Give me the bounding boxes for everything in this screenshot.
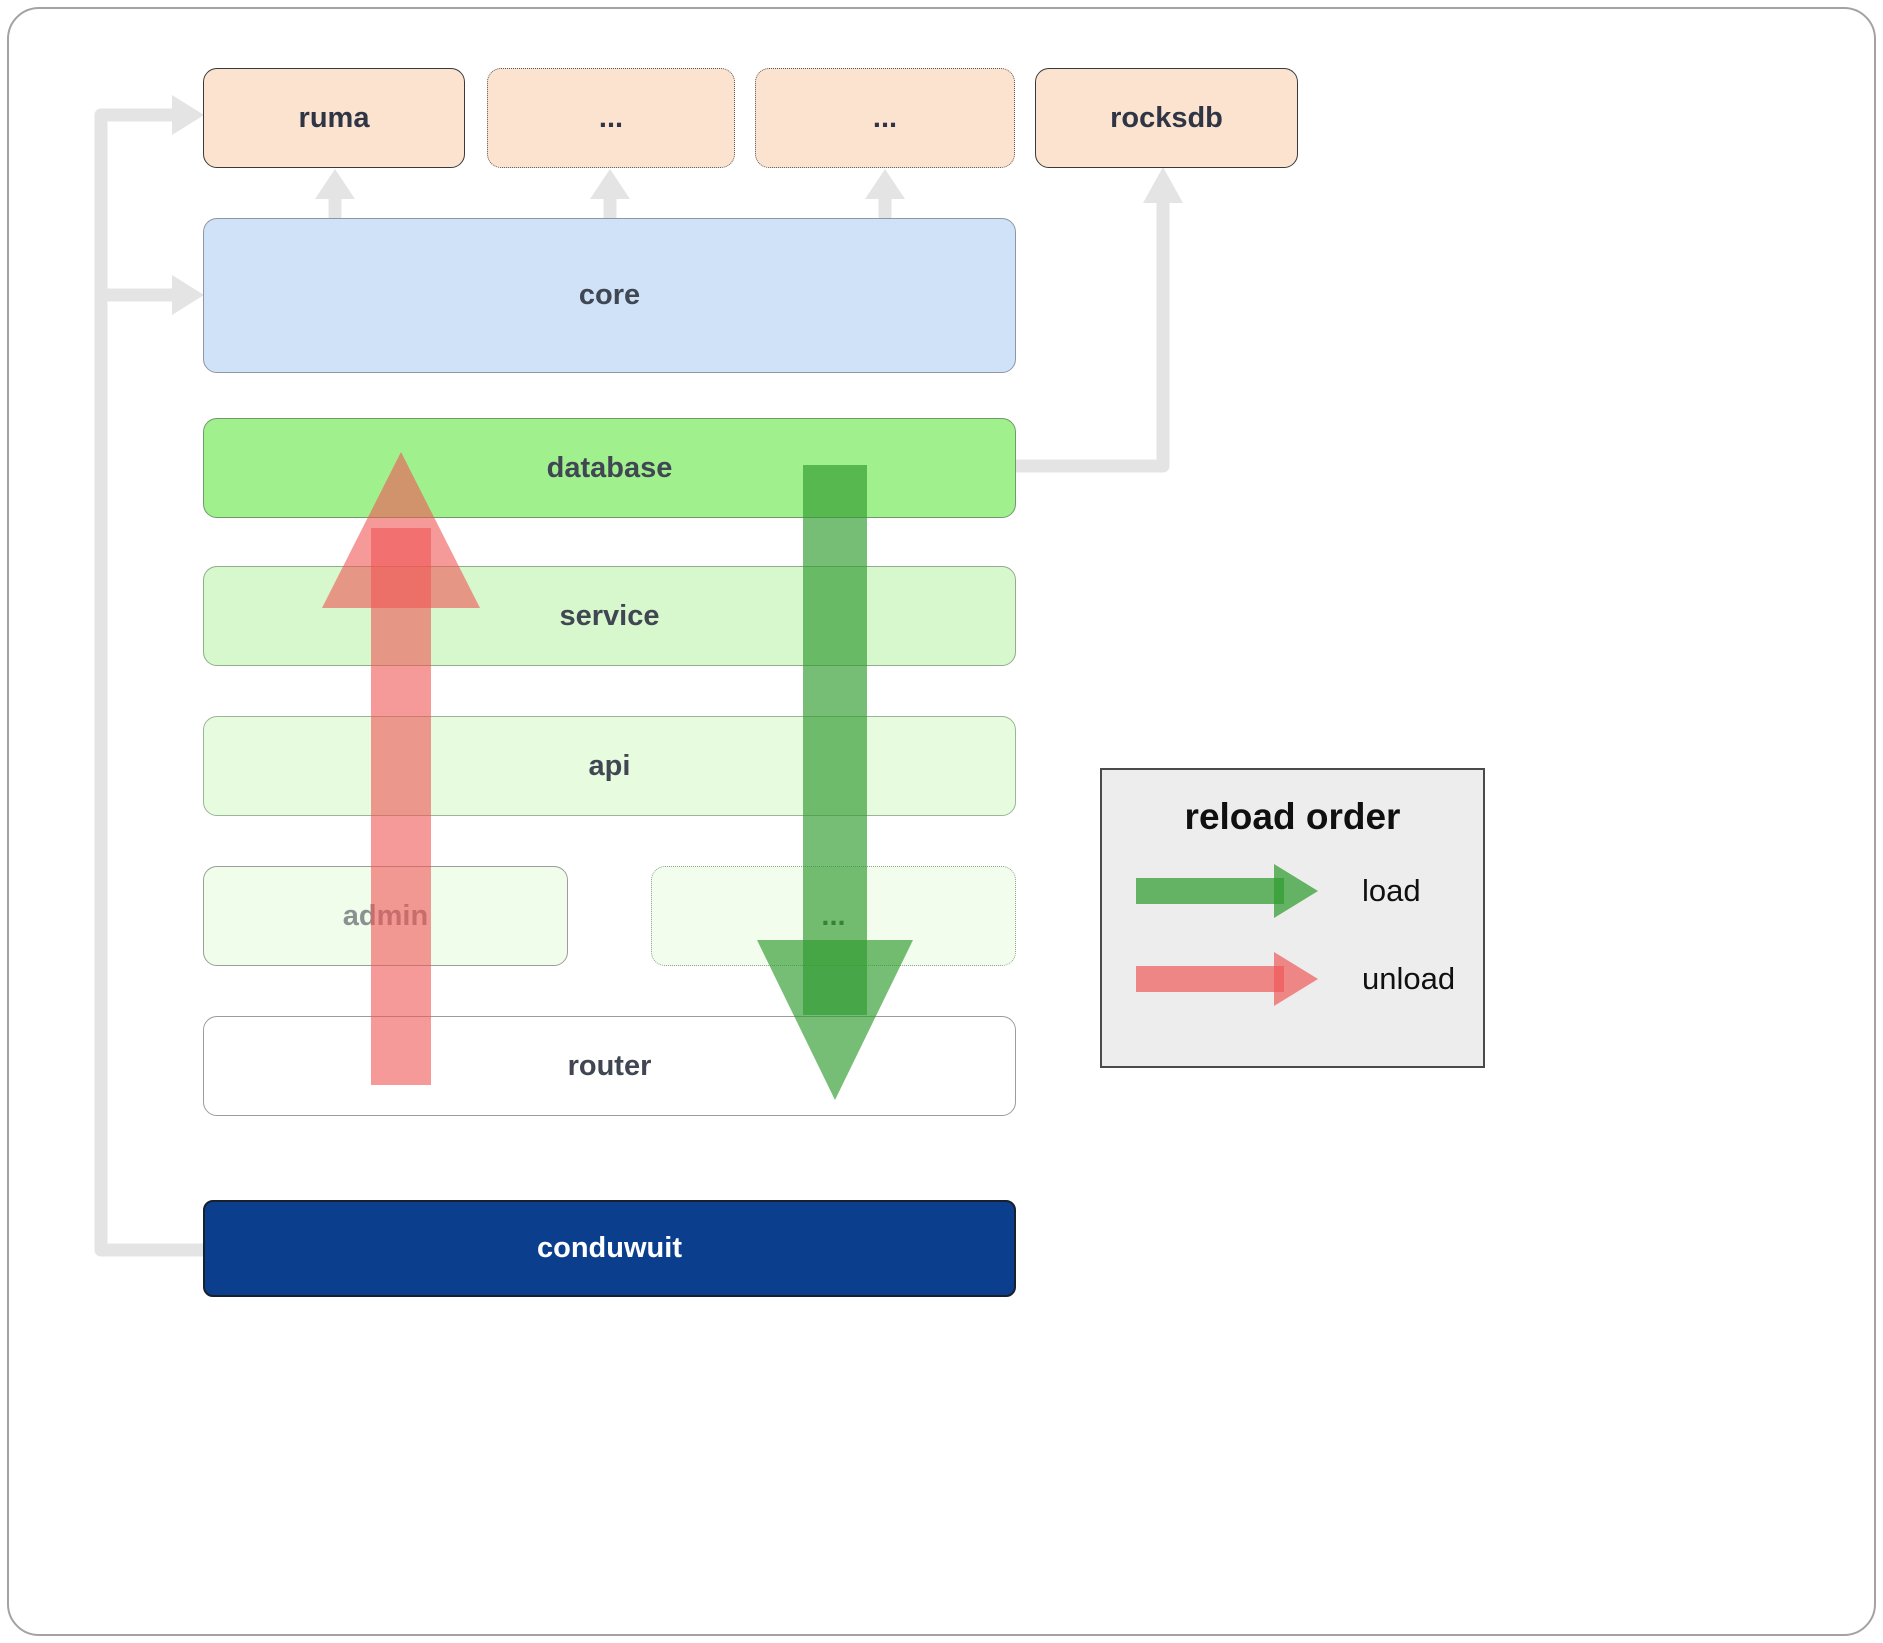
legend-title: reload order: [1184, 796, 1401, 837]
legend-unload-label: unload: [1362, 961, 1456, 996]
node-database: database: [203, 418, 1016, 518]
node-core-label: core: [578, 279, 641, 311]
node-dots-3: ...: [651, 866, 1016, 966]
node-conduwuit-label: conduwuit: [537, 1232, 682, 1264]
node-admin-label: admin: [342, 899, 429, 932]
node-conduwuit: conduwuit: [203, 1200, 1016, 1297]
node-rocksdb: rocksdb: [1035, 68, 1298, 168]
node-dots-2-label: ...: [872, 101, 898, 134]
node-ruma-label: ruma: [298, 101, 370, 134]
node-service-label: service: [559, 599, 660, 632]
node-dots-1: ...: [487, 68, 735, 168]
node-router: router: [203, 1016, 1016, 1116]
legend-load-label: load: [1362, 873, 1421, 908]
node-rocksdb-label: rocksdb: [1110, 101, 1223, 134]
node-service: service: [203, 566, 1016, 666]
node-dots-3-label: ...: [821, 899, 846, 932]
legend-panel: reload order load unload: [1100, 768, 1485, 1068]
node-dots-2: ...: [755, 68, 1015, 168]
outer-frame: [7, 7, 1876, 1636]
node-database-label: database: [546, 451, 673, 484]
legend-row-unload: unload: [1102, 944, 1483, 1014]
node-router-label: router: [567, 1049, 652, 1082]
unload-arrow-icon: [1136, 952, 1318, 1006]
node-core: core: [203, 218, 1016, 373]
legend-row-load: load: [1102, 856, 1483, 926]
load-arrow-icon: [1136, 864, 1318, 918]
node-dots-1-label: ...: [598, 101, 624, 134]
node-admin: admin: [203, 866, 568, 966]
node-ruma: ruma: [203, 68, 465, 168]
node-api: api: [203, 716, 1016, 816]
node-api-label: api: [588, 749, 631, 782]
